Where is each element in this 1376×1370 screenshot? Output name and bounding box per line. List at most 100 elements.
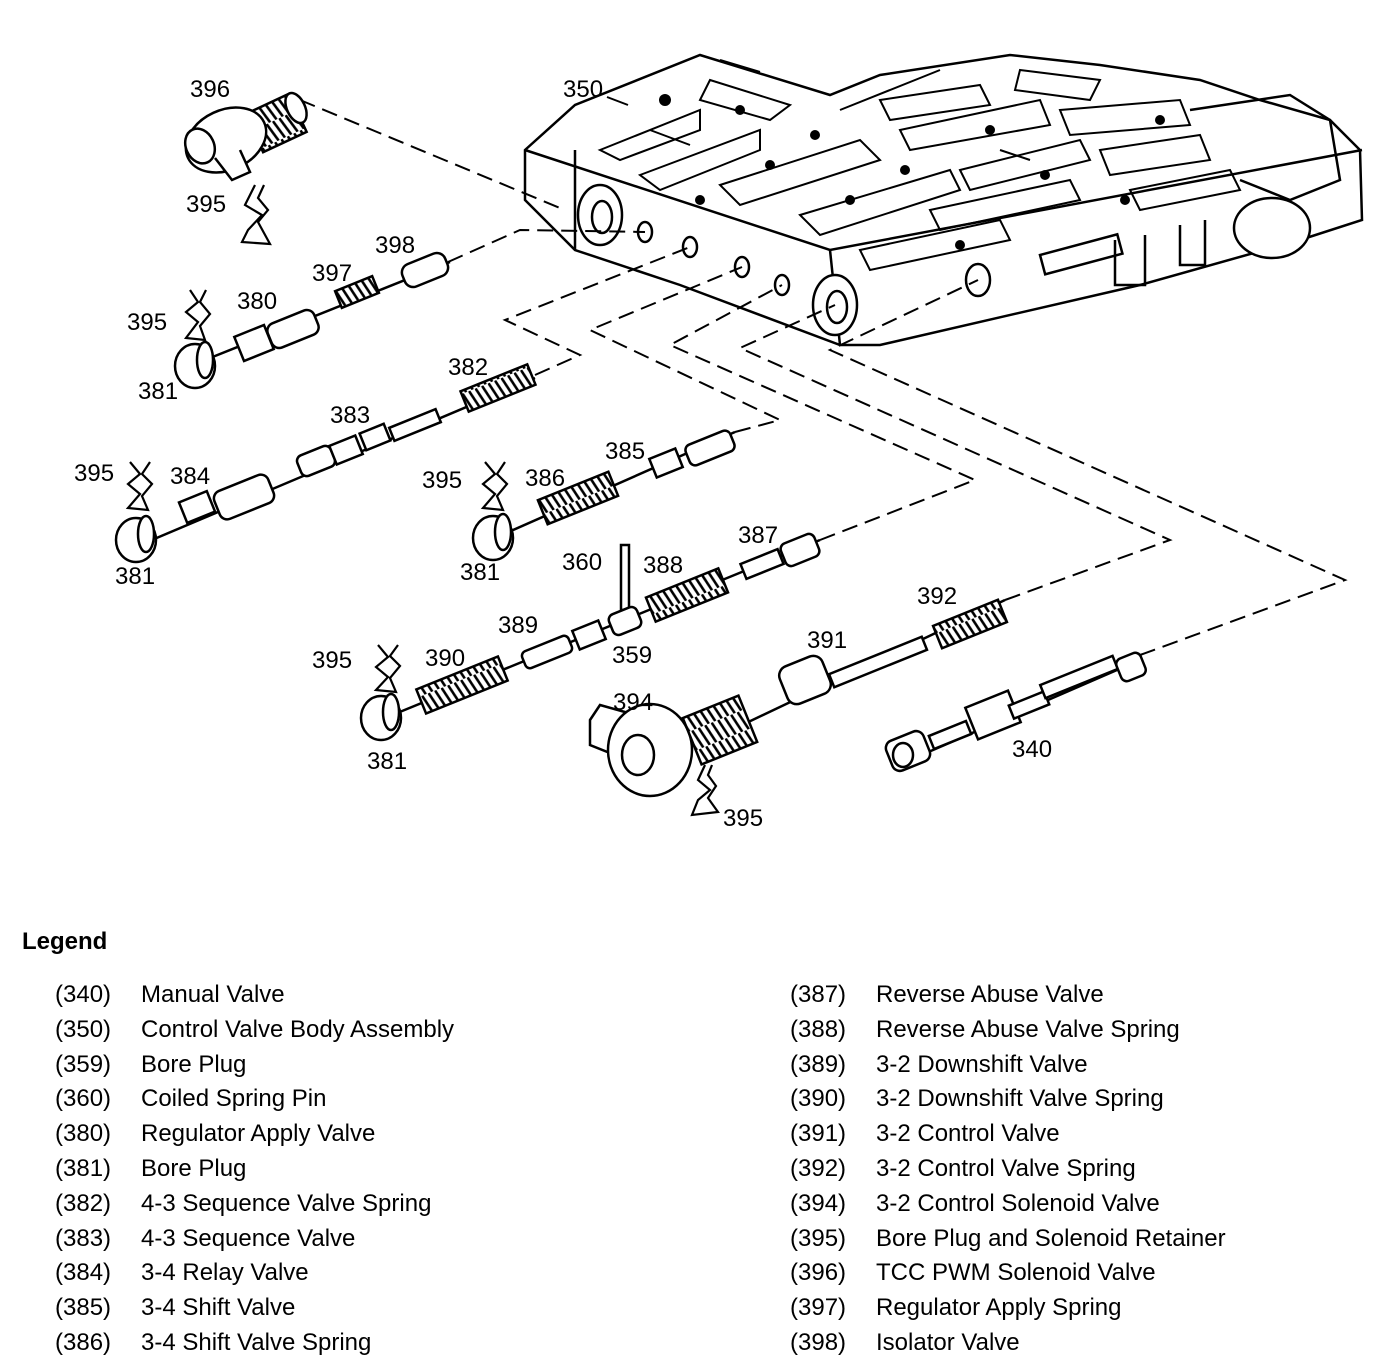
legend-part-name: 3-2 Control Valve Spring [876,1154,1136,1182]
callout-leaders [606,96,629,106]
callout-359: 359 [612,642,652,669]
legend-code: (398) [790,1328,847,1356]
manual-valve [884,651,1147,773]
legend-part-name: Control Valve Body Assembly [141,1015,455,1043]
callout-395: 395 [312,647,352,674]
callout-398: 398 [375,232,415,259]
coiled-spring-pin [619,543,631,612]
legend-item: (385) 3-4 Shift Valve [55,1291,454,1326]
callout-380: 380 [237,288,277,315]
legend-part-name: 3-4 Shift Valve [141,1294,296,1322]
control-solenoid-row [588,598,1009,798]
legend-item: (389) 3-2 Downshift Valve [790,1048,1226,1083]
callout-381: 381 [138,378,178,405]
callout-387: 387 [738,522,778,549]
legend-code: (384) [55,1259,112,1287]
callout-381: 381 [460,559,500,586]
callout-386: 386 [525,465,565,492]
legend-item: (386) 3-4 Shift Valve Spring [55,1326,454,1361]
retainer-clips [125,184,720,817]
legend-item: (391)3-2 Control Valve [790,1117,1226,1152]
control-valve-body [523,53,1364,347]
regulator-apply-row [173,251,451,390]
legend-item: (383) 4-3 Sequence Valve [55,1222,454,1257]
legend-code: (386) [55,1328,112,1356]
legend-part-name: 3-4 Relay Valve [141,1259,309,1287]
legend-item: (381) Bore Plug [55,1152,454,1187]
legend-code: (390) [790,1085,847,1113]
legend-code: (385) [55,1294,112,1322]
callout-395: 395 [422,467,462,494]
legend-part-name: 3-2 Downshift Valve [876,1050,1088,1078]
callout-395: 395 [74,460,114,487]
legend-code: (396) [790,1259,847,1287]
legend-item: (388)Reverse Abuse Valve Spring [790,1013,1226,1048]
legend-code: (388) [790,1015,847,1043]
callout-340: 340 [1012,736,1052,763]
legend-part-name: Reverse Abuse Valve [876,981,1104,1008]
callout-390: 390 [425,645,465,672]
legend-item: (350) Control Valve Body Assembly [55,1013,454,1048]
legend-part-name: Manual Valve [141,981,285,1008]
legend-code: (383) [55,1224,112,1252]
legend-code: (380) [55,1120,112,1148]
callout-395: 395 [723,805,763,832]
legend-item: (398) Isolator Valve [790,1326,1226,1361]
legend-item: (360) Coiled Spring Pin [55,1082,454,1117]
legend-item: (382) 4-3 Sequence Valve Spring [55,1187,454,1222]
legend-item: (359)Bore Plug [55,1048,454,1083]
part-callouts: 396 350 395 398 397 395 380 381 382 383 … [74,76,1052,832]
legend-item: (395)Bore Plug and Solenoid Retainer [790,1222,1226,1257]
legend-right-column: (387) Reverse Abuse Valve (388)Reverse Abu… [790,978,1226,1361]
callout-388: 388 [643,552,683,579]
exploded-view-diagram: 396 350 395 398 397 395 380 381 382 383 … [74,53,1364,832]
legend-part-name: 3-2 Downshift Valve Spring [876,1085,1164,1113]
callout-394: 394 [613,689,653,716]
legend-item: (380) Regulator Apply Valve [55,1117,454,1152]
callout-385: 385 [605,438,645,465]
downshift-reverse-row [359,532,821,742]
legend-item: (387) Reverse Abuse Valve [790,978,1226,1013]
legend-item: (390) 3-2 Downshift Valve Spring [790,1082,1226,1117]
legend-code: (389) [790,1050,847,1078]
legend-item: (384) 3-4 Relay Valve [55,1256,454,1291]
legend-part-name: Bore Plug [141,1154,247,1182]
callout-383: 383 [330,402,370,429]
callout-384: 384 [170,463,210,490]
callout-389: 389 [498,612,538,639]
callout-350: 350 [563,76,603,103]
legend-code: (394) [790,1189,847,1217]
legend-part-name: Bore Plug [141,1050,247,1078]
legend-code: (387) [790,981,847,1008]
legend-code: (381) [55,1154,112,1182]
legend-part-name: 4-3 Sequence Valve Spring [141,1189,432,1217]
legend-item: (397) Regulator Apply Spring [790,1291,1226,1326]
legend-part-name: Coiled Spring Pin [141,1085,327,1113]
callout-395: 395 [186,191,226,218]
callout-396: 396 [190,76,230,103]
legend-part-name: 4-3 Sequence Valve [141,1224,356,1252]
legend-part-name: Regulator Apply Valve [141,1120,376,1148]
shift-valve-row [471,429,736,562]
legend-part-name: 3-2 Control Solenoid Valve [876,1189,1160,1217]
callout-381: 381 [367,748,407,775]
callout-382: 382 [448,354,488,381]
callout-397: 397 [312,260,352,287]
legend-code: (382) [55,1189,112,1217]
legend-item: (392)3-2 Control Valve Spring [790,1152,1226,1187]
callout-381: 381 [115,563,155,590]
legend-code: (360) [55,1085,112,1113]
legend-code: (350) [55,1015,112,1043]
legend-part-name: 3-2 Control Valve [876,1120,1060,1148]
legend-part-name: 3-4 Shift Valve Spring [141,1328,372,1356]
legend-part-name: Isolator Valve [876,1328,1020,1356]
legend-item: (396) TCC PWM Solenoid Valve [790,1256,1226,1291]
legend-code: (397) [790,1294,847,1322]
callout-391: 391 [807,627,847,654]
legend-part-name: TCC PWM Solenoid Valve [876,1259,1156,1287]
legend-code: (340) [55,981,112,1008]
legend-item: (340) Manual Valve [55,978,454,1013]
tcc-pwm-solenoid [183,91,309,182]
legend-title: Legend [22,928,108,955]
legend-part-name: Regulator Apply Spring [876,1294,1122,1322]
